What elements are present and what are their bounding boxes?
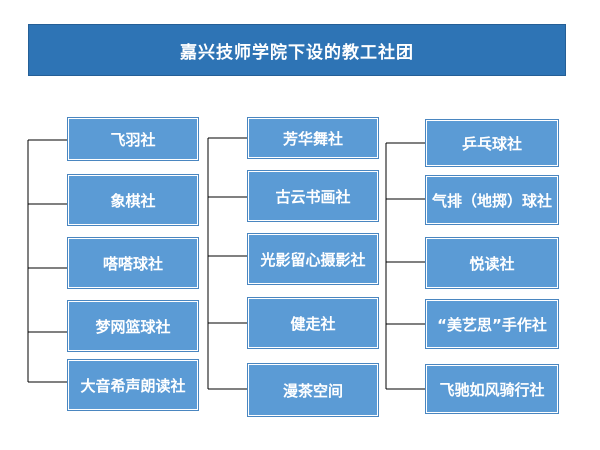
- club-box: 飞驰如风骑行社: [426, 365, 558, 413]
- club-label: “美艺思”手作社: [437, 315, 547, 334]
- club-label: 芳华舞社: [282, 129, 343, 148]
- club-label: 飞羽社: [110, 130, 156, 149]
- diagram-title: 嘉兴技师学院下设的教工社团: [180, 42, 414, 63]
- club-box: 悦读社: [426, 238, 558, 288]
- club-label: 气排（地掷）球社: [431, 191, 552, 210]
- club-box: 嗒嗒球社: [68, 238, 198, 288]
- club-box: 象棋社: [68, 175, 198, 225]
- club-label: 飞驰如风骑行社: [439, 380, 545, 399]
- club-box: 大音希声朗读社: [68, 360, 198, 410]
- club-label: 健走社: [290, 314, 336, 333]
- club-box: 漫茶空间: [248, 364, 378, 416]
- column-2-connector: [207, 137, 248, 390]
- club-label: 梦网篮球社: [95, 317, 171, 336]
- club-label: 古云书画社: [275, 187, 351, 206]
- club-box: 乒乓球社: [426, 120, 558, 166]
- club-label: 乒乓球社: [461, 134, 522, 153]
- club-label: 象棋社: [110, 191, 156, 210]
- column-1-connector: [27, 139, 68, 383]
- club-label: 漫茶空间: [282, 381, 343, 400]
- club-label: 悦读社: [469, 254, 515, 273]
- club-box: 芳华舞社: [248, 118, 378, 158]
- column-3-connector: [385, 142, 426, 390]
- club-box: 梦网篮球社: [68, 301, 198, 351]
- club-label: 大音希声朗读社: [80, 376, 186, 395]
- diagram-title-bar: 嘉兴技师学院下设的教工社团: [28, 24, 566, 76]
- club-box: 古云书画社: [248, 171, 378, 221]
- club-label: 光影留心摄影社: [260, 250, 366, 269]
- club-label: 嗒嗒球社: [102, 254, 163, 273]
- club-box: “美艺思”手作社: [426, 300, 558, 348]
- club-box: 气排（地掷）球社: [426, 176, 558, 224]
- club-box: 飞羽社: [68, 118, 198, 160]
- club-box: 光影留心摄影社: [248, 234, 378, 284]
- club-box: 健走社: [248, 298, 378, 348]
